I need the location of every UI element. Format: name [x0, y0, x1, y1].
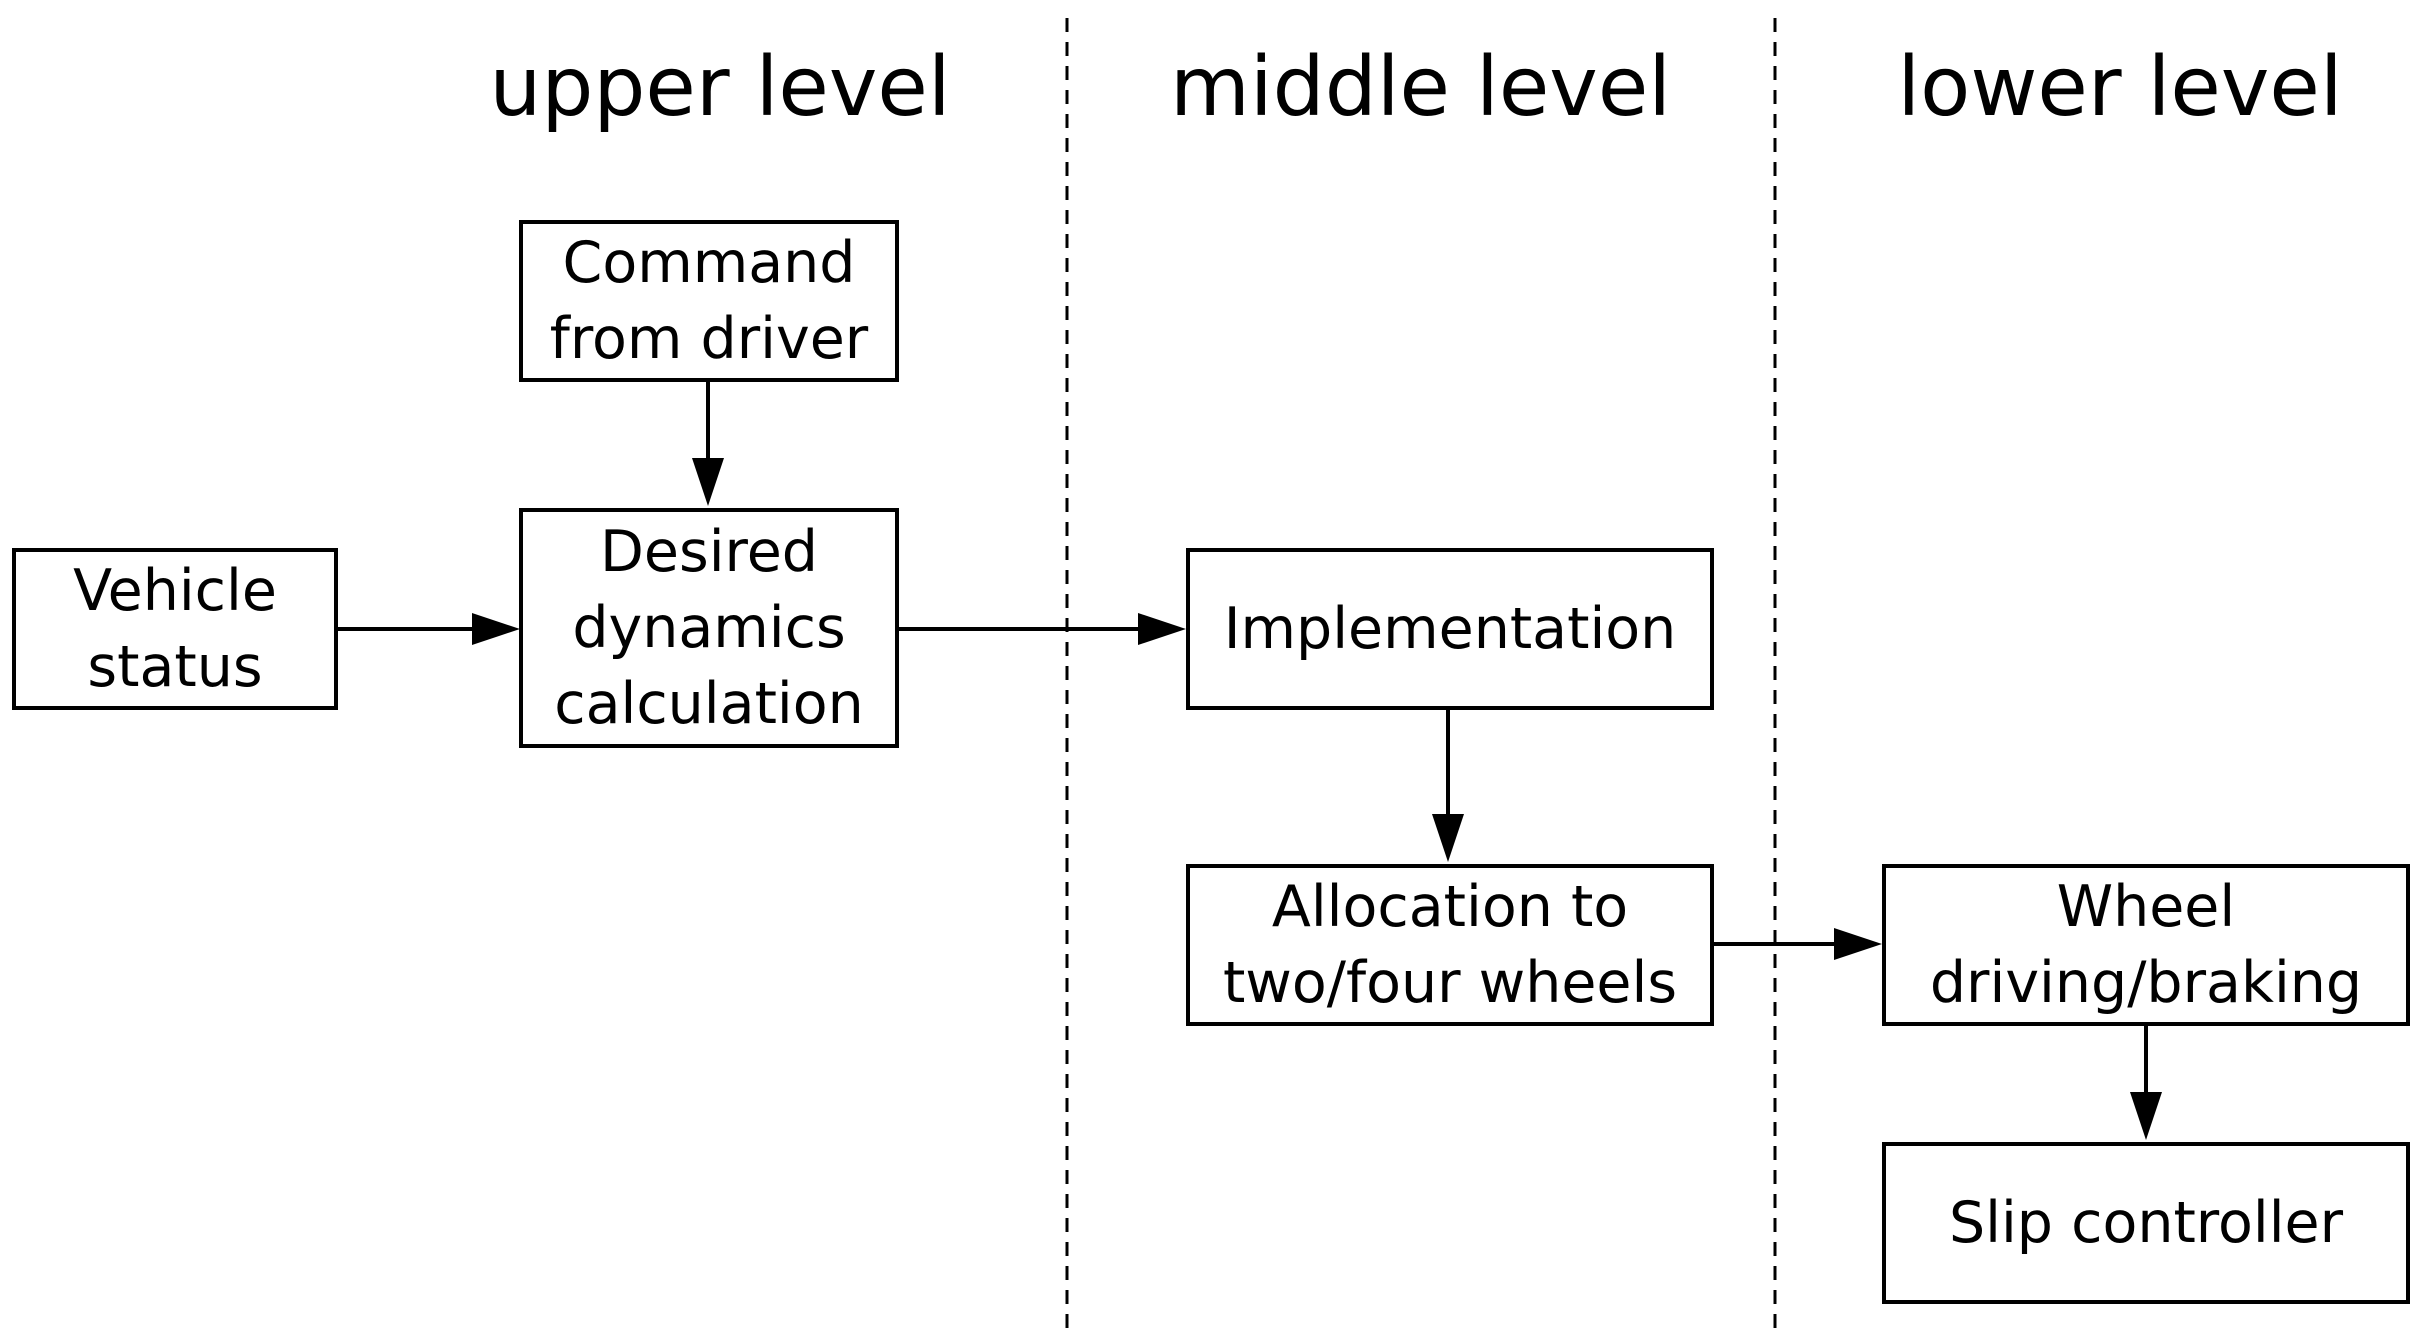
block-vehicle-status: Vehicle status	[12, 548, 338, 710]
block-desired-dynamics-calculation-label: Desired dynamics calculation	[554, 519, 864, 737]
block-allocation: Allocation to two/four wheels	[1186, 864, 1714, 1026]
level-title-upper: upper level	[489, 40, 951, 135]
arrow-command-to-desired-dynamics	[692, 382, 724, 506]
block-command-from-driver-label: Command from driver	[549, 230, 869, 372]
block-implementation: Implementation	[1186, 548, 1714, 710]
arrow-vehicle-status-to-desired-dynamics	[338, 613, 520, 645]
block-desired-dynamics-calculation: Desired dynamics calculation	[519, 508, 899, 748]
block-command-from-driver: Command from driver	[519, 220, 899, 382]
level-title-lower: lower level	[1897, 40, 2343, 135]
block-allocation-label: Allocation to two/four wheels	[1222, 874, 1678, 1016]
arrow-wheel-driving-to-slip-controller	[2130, 1026, 2162, 1140]
block-wheel-driving-braking-label: Wheel driving/braking	[1929, 874, 2363, 1016]
block-implementation-label: Implementation	[1223, 596, 1677, 662]
block-slip-controller-label: Slip controller	[1948, 1190, 2344, 1256]
arrow-allocation-to-wheel-driving	[1714, 928, 1882, 960]
block-vehicle-status-label: Vehicle status	[73, 558, 277, 700]
arrow-desired-dynamics-to-implementation	[898, 613, 1186, 645]
block-slip-controller: Slip controller	[1882, 1142, 2410, 1304]
level-title-middle: middle level	[1170, 40, 1672, 135]
arrow-implementation-to-allocation	[1432, 710, 1464, 862]
block-wheel-driving-braking: Wheel driving/braking	[1882, 864, 2410, 1026]
